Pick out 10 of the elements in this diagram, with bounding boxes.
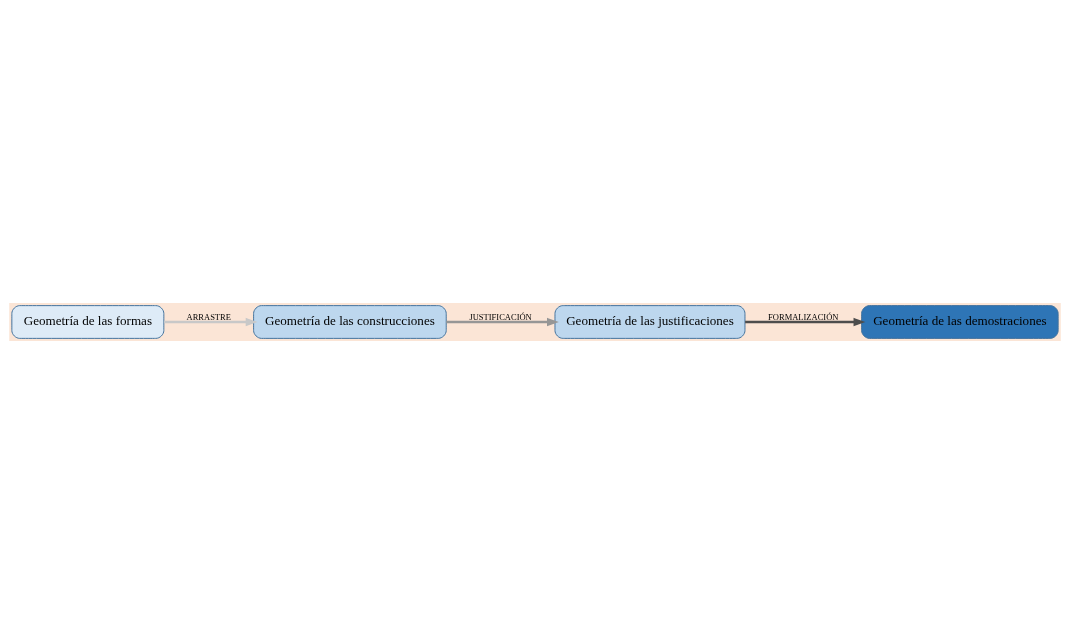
node-box: Geometría de las demostraciones [861, 305, 1059, 339]
arrow [745, 317, 866, 327]
edge-label: ARRASTRE [186, 311, 231, 322]
node-box: Geometría de las justificaciones [554, 305, 746, 339]
arrow [163, 317, 258, 327]
node-box: Geometría de las formas [11, 305, 165, 339]
node-box: Geometría de las construcciones [253, 305, 447, 339]
edge-label: JUSTIFICACIÓN [469, 311, 532, 322]
arrow [446, 317, 559, 327]
edge-label: FORMALIZACIÓN [768, 311, 839, 322]
